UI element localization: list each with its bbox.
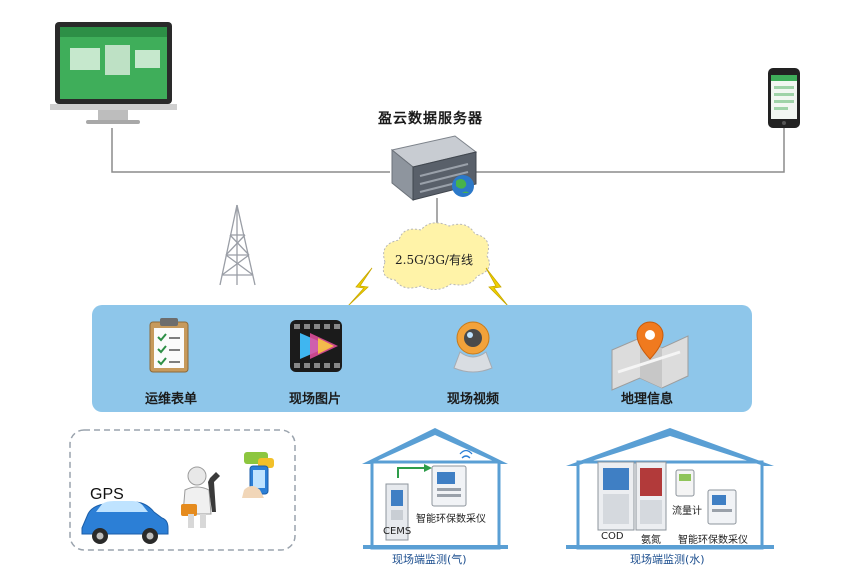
water-collector-label: 智能环保数采仪 [678,535,748,546]
server-title: 盈云数据服务器 [378,111,483,127]
lightning-right-icon [485,267,509,307]
flow-meter-label: 流量计 [672,506,702,517]
air-monitoring-house [362,428,508,550]
air-collector-label: 智能环保数采仪 [416,514,486,525]
desktop-monitor-icon [50,22,177,124]
module-label-site-photo: 现场图片 [289,392,342,407]
cod-label: COD [601,531,624,542]
water-site-caption: 现场端监测(水) [630,553,705,566]
ammonia-label: 氨氮 [641,535,661,546]
car-icon [81,501,169,544]
network-label: 2.5G/3G/有线 [395,253,473,267]
mobile-chat-icon [242,452,274,498]
smartphone-icon [768,68,800,128]
cems-label: CEMS [383,526,412,537]
air-data-arrow [397,467,424,478]
server-to-phone-line [475,128,785,173]
gps-label: GPS [90,486,124,503]
module-label-geo-info: 地理信息 [621,392,674,407]
server-icon [390,135,478,202]
cems-cabinet-icon [385,483,409,541]
gps-group-border [69,429,296,551]
monitor-to-server-line [111,128,390,173]
cell-tower-icon [219,204,256,286]
cod-analyzer-icon [597,461,635,531]
lightning-left-icon [347,267,373,307]
water-monitoring-house [566,428,774,550]
module-label-ops-form: 运维表单 [145,392,198,407]
network-cloud [382,222,490,290]
ammonia-analyzer-icon [635,461,667,531]
module-label-site-video: 现场视频 [447,392,500,407]
air-data-collector-icon [431,449,473,507]
technician-icon [181,466,220,528]
air-data-arrow-head [424,464,432,472]
water-data-collector-icon [707,489,737,525]
flow-meter-icon [675,469,695,497]
air-site-caption: 现场端监测(气) [392,553,467,566]
